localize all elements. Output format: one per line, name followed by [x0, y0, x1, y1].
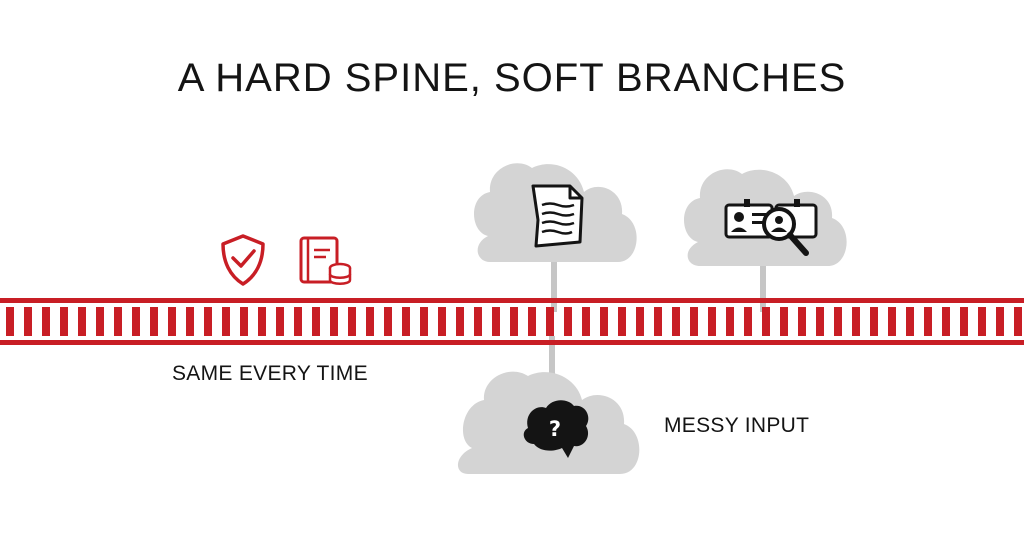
railroad-tie — [132, 307, 140, 336]
railroad-tie — [402, 307, 410, 336]
cloud-document — [474, 163, 637, 262]
railroad-tie — [492, 307, 500, 336]
railroad-tie — [6, 307, 14, 336]
railroad-tie — [312, 307, 320, 336]
railroad-tie — [456, 307, 464, 336]
railroad-tie — [816, 307, 824, 336]
railroad-tie — [834, 307, 842, 336]
railroad-tie — [510, 307, 518, 336]
cloud-id-search — [684, 169, 847, 266]
railroad-tie — [780, 307, 788, 336]
connector-id-search-branch — [760, 262, 766, 312]
railroad-track — [0, 298, 1024, 345]
bottom-rail — [0, 340, 1024, 345]
railroad-tie — [276, 307, 284, 336]
railroad-tie — [384, 307, 392, 336]
crumpled-document-icon — [531, 184, 584, 248]
railroad-tie — [690, 307, 698, 336]
railroad-tie — [96, 307, 104, 336]
railroad-tie — [654, 307, 662, 336]
railroad-tie — [294, 307, 302, 336]
railroad-tie — [420, 307, 428, 336]
railroad-tie — [708, 307, 716, 336]
railroad-tie — [348, 307, 356, 336]
railroad-tie — [906, 307, 914, 336]
ledger-coins-icon — [299, 236, 352, 285]
railroad-tie — [618, 307, 626, 336]
railroad-tie — [42, 307, 50, 336]
railroad-tie — [24, 307, 32, 336]
railroad-tie — [852, 307, 860, 336]
railroad-tie — [60, 307, 68, 336]
railroad-tie — [168, 307, 176, 336]
railroad-tie — [870, 307, 878, 336]
railroad-tie — [528, 307, 536, 336]
railroad-tie — [762, 307, 770, 336]
railroad-tie — [438, 307, 446, 336]
railroad-tie — [726, 307, 734, 336]
railroad-tie — [672, 307, 680, 336]
id-card-search-icon — [724, 199, 818, 256]
top-rail — [0, 298, 1024, 303]
railroad-tie — [600, 307, 608, 336]
connector-brain-branch — [549, 336, 555, 378]
railroad-tie — [150, 307, 158, 336]
connector-document-branch — [551, 252, 557, 312]
railroad-tie — [798, 307, 806, 336]
shield-check-icon — [221, 234, 265, 286]
svg-text:?: ? — [549, 417, 561, 441]
railroad-tie — [1014, 307, 1022, 336]
page-title: A HARD SPINE, SOFT BRANCHES — [177, 56, 847, 100]
railroad-ties — [6, 307, 1022, 336]
railroad-tie — [240, 307, 248, 336]
same-every-time-label: SAME EVERY TIME — [172, 362, 368, 385]
railroad-tie — [114, 307, 122, 336]
railroad-tie — [222, 307, 230, 336]
railroad-tie — [744, 307, 752, 336]
railroad-tie — [546, 307, 554, 336]
cloud-brain: ? — [457, 371, 640, 474]
railroad-tie — [258, 307, 266, 336]
railroad-tie — [888, 307, 896, 336]
railroad-tie — [960, 307, 968, 336]
railroad-tie — [366, 307, 374, 336]
railroad-tie — [186, 307, 194, 336]
messy-input-label: MESSY INPUT — [664, 414, 810, 437]
railroad-tie — [474, 307, 482, 336]
railroad-tie — [924, 307, 932, 336]
railroad-tie — [564, 307, 572, 336]
railroad-tie — [996, 307, 1004, 336]
brain-question-icon: ? — [523, 400, 589, 458]
railroad-tie — [204, 307, 212, 336]
railroad-tie — [582, 307, 590, 336]
railroad-tie — [78, 307, 86, 336]
railroad-tie — [978, 307, 986, 336]
railroad-tie — [636, 307, 644, 336]
railroad-tie — [942, 307, 950, 336]
railroad-tie — [330, 307, 338, 336]
